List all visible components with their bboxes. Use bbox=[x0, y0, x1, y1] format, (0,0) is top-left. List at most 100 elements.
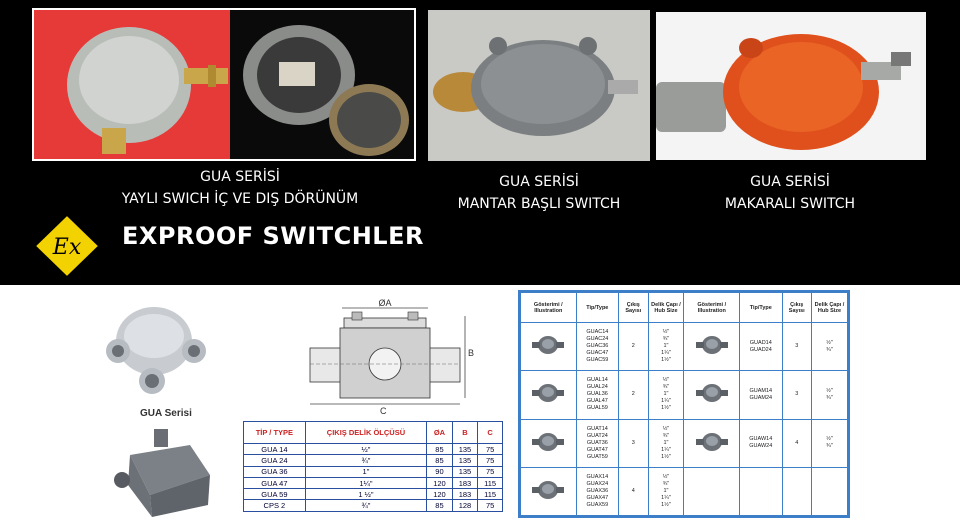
caption-line1: GUA SERİSİ bbox=[750, 174, 830, 190]
col-illustration: Gösterimi / Illustration bbox=[520, 292, 577, 323]
banner: GUA SERİSİ YAYLI SWICH İÇ VE DIŞ DÖRÜNÜM… bbox=[0, 0, 960, 285]
dimension-drawing: ØA B C bbox=[309, 298, 474, 416]
cell-types-2: GUAM14 GUAM24 bbox=[739, 370, 783, 420]
spring-switch-image bbox=[34, 10, 414, 159]
cell-illustration bbox=[520, 370, 577, 420]
cell: 120 bbox=[426, 488, 453, 501]
cell-outlets-2: 3 bbox=[781, 321, 812, 372]
cell-hubs: ½" ¾" 1" 1¼" 1½" bbox=[647, 370, 685, 420]
col-c: C bbox=[477, 421, 503, 444]
cell-hubs: ½" ¾" 1" 1¼" 1½" bbox=[647, 466, 685, 517]
cell-outlets: 4 bbox=[618, 466, 649, 517]
cell-types: GUAT14 GUAT24 GUAT36 GUAT47 GUAT59 bbox=[575, 418, 620, 468]
cell: 183 bbox=[451, 488, 479, 501]
cell-illustration bbox=[683, 466, 741, 517]
cell-outlets: 2 bbox=[618, 321, 649, 372]
roller-switch-image bbox=[656, 12, 926, 160]
catalog-panel: Gösterimi / Illustration Tip/Type Çıkış … bbox=[518, 290, 850, 518]
cell: 90 bbox=[426, 465, 453, 478]
caption-roller-switch: GUA SERİSİ MAKARALI SWITCH bbox=[700, 171, 880, 215]
cell: GUA 24 bbox=[243, 454, 306, 467]
cell: 135 bbox=[451, 454, 479, 467]
cell: 85 bbox=[426, 454, 453, 467]
dimensions-table: TİP / TYPE ÇIKIŞ DELİK ÖLÇÜSÜ ØA B C GUA… bbox=[243, 421, 503, 512]
cell-types-2 bbox=[739, 466, 783, 517]
cell: 115 bbox=[477, 476, 503, 490]
gua-housing-image bbox=[106, 307, 206, 394]
cell: 75 bbox=[477, 465, 503, 478]
ex-hazard-icon: Ex bbox=[32, 212, 102, 280]
cell-outlets-2 bbox=[781, 466, 812, 517]
caption-line2: YAYLI SWICH İÇ VE DIŞ DÖRÜNÜM bbox=[121, 191, 359, 207]
col-hub-size-2: Delik Çapı / Hub Size bbox=[810, 292, 849, 323]
cell: GUA 36 bbox=[243, 465, 306, 478]
junction-alt-fitting-icon bbox=[685, 428, 738, 459]
cell-illustration bbox=[520, 321, 577, 372]
photo-roller-switch bbox=[656, 12, 926, 160]
col-type: TİP / TYPE bbox=[243, 421, 306, 444]
cell: 183 bbox=[451, 476, 479, 490]
col-outlets: Çıkış Sayısı bbox=[618, 292, 649, 323]
junction-alt-fitting-icon bbox=[685, 379, 738, 410]
cell: ¾" bbox=[304, 454, 428, 467]
cell-outlets-2: 3 bbox=[781, 370, 812, 420]
cell-outlets-2: 4 bbox=[781, 418, 812, 468]
cell: ¾" bbox=[304, 499, 428, 512]
caption-line2: MAKARALI SWITCH bbox=[724, 196, 856, 212]
junction-fitting-icon bbox=[522, 428, 575, 459]
col-hub-size: Delik Çapı / Hub Size bbox=[647, 292, 685, 323]
cell-types: GUAC14 GUAC24 GUAC36 GUAC47 GUAC59 bbox=[575, 321, 620, 372]
cell: ½" bbox=[304, 442, 428, 456]
cell: 1¼" bbox=[304, 476, 428, 490]
col-a: ØA bbox=[426, 421, 453, 444]
junction-fitting-icon bbox=[522, 379, 575, 410]
gua-series-label: GUA Serisi bbox=[140, 408, 192, 419]
gua-cast-box-image bbox=[114, 429, 210, 517]
cell-illustration bbox=[683, 321, 741, 372]
cell-types-2: GUAD14 GUAD24 bbox=[739, 321, 783, 372]
cell-outlets: 2 bbox=[618, 370, 649, 420]
caption-line1: GUA SERİSİ bbox=[200, 169, 280, 185]
col-type-2: Tip/Type bbox=[739, 292, 783, 323]
ex-logo-text: Ex bbox=[52, 235, 82, 260]
cell-types: GUAX14 GUAX24 GUAX36 GUAX47 GUAX59 bbox=[575, 466, 620, 517]
caption-line1: GUA SERİSİ bbox=[499, 174, 579, 190]
dim-label-c: C bbox=[380, 406, 387, 416]
junction-fitting-icon bbox=[522, 476, 575, 507]
col-hole-size: ÇIKIŞ DELİK ÖLÇÜSÜ bbox=[304, 421, 428, 444]
catalog-header-row: Gösterimi / Illustration Tip/Type Çıkış … bbox=[520, 292, 849, 323]
junction-fitting-icon bbox=[522, 331, 575, 362]
cell-hubs-2: ½" ¾" bbox=[810, 321, 849, 372]
cell-types-2: GUAW14 GUAW24 bbox=[739, 418, 783, 468]
cell-hubs-2: ½" ¾" bbox=[810, 370, 849, 420]
table-header-row: TİP / TYPE ÇIKIŞ DELİK ÖLÇÜSÜ ØA B C bbox=[243, 421, 503, 444]
cell: GUA 59 bbox=[243, 488, 306, 501]
page-headline: EXPROOF SWITCHLER bbox=[122, 222, 424, 250]
cell: GUA 14 bbox=[243, 442, 306, 456]
junction-alt-fitting-icon bbox=[685, 331, 738, 362]
cell: 1 ½" bbox=[304, 488, 428, 501]
cell-hubs-2: ½" ¾" bbox=[810, 418, 849, 468]
cell: CPS 2 bbox=[243, 499, 306, 512]
caption-spring-switch: GUA SERİSİ YAYLI SWICH İÇ VE DIŞ DÖRÜNÜM bbox=[90, 166, 390, 210]
cell: GUA 47 bbox=[243, 476, 306, 490]
cell: 75 bbox=[477, 454, 503, 467]
cell: 85 bbox=[426, 499, 453, 512]
mushroom-switch-image bbox=[428, 10, 650, 161]
cell-hubs: ½" ¾" 1" 1¼" 1½" bbox=[647, 418, 685, 468]
caption-line2: MANTAR BAŞLI SWITCH bbox=[457, 196, 621, 212]
cell: 1" bbox=[304, 465, 428, 478]
cell-hubs-2 bbox=[810, 466, 849, 517]
cell: 135 bbox=[451, 442, 479, 456]
cell: 85 bbox=[426, 442, 453, 456]
col-outlets-2: Çıkış Sayısı bbox=[781, 292, 812, 323]
